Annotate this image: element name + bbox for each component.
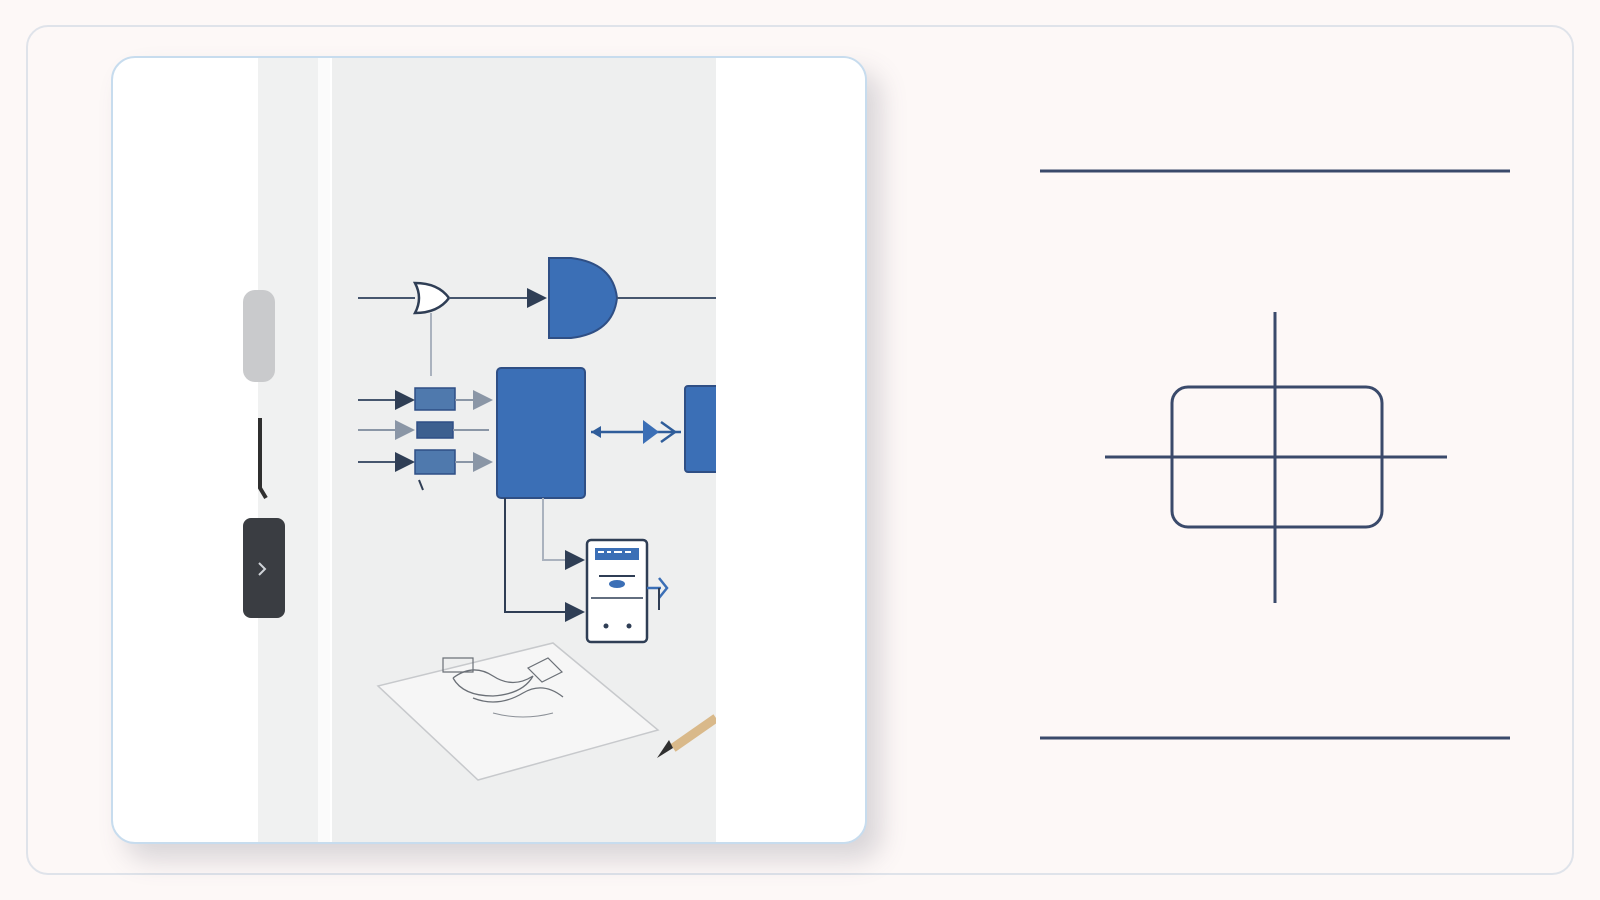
illustration-card (111, 56, 867, 844)
pencil (657, 714, 719, 758)
display-unit (504, 498, 669, 644)
bus-connector (591, 385, 720, 473)
input-register-group (358, 387, 493, 491)
top-signal-path (358, 257, 716, 376)
left-edge-gadget (243, 290, 285, 618)
crosshair-frame-icon (1040, 169, 1510, 740)
sketch-paper (376, 642, 660, 781)
main-processing-block (496, 367, 586, 499)
circuit-diagram-illustration (243, 58, 865, 842)
